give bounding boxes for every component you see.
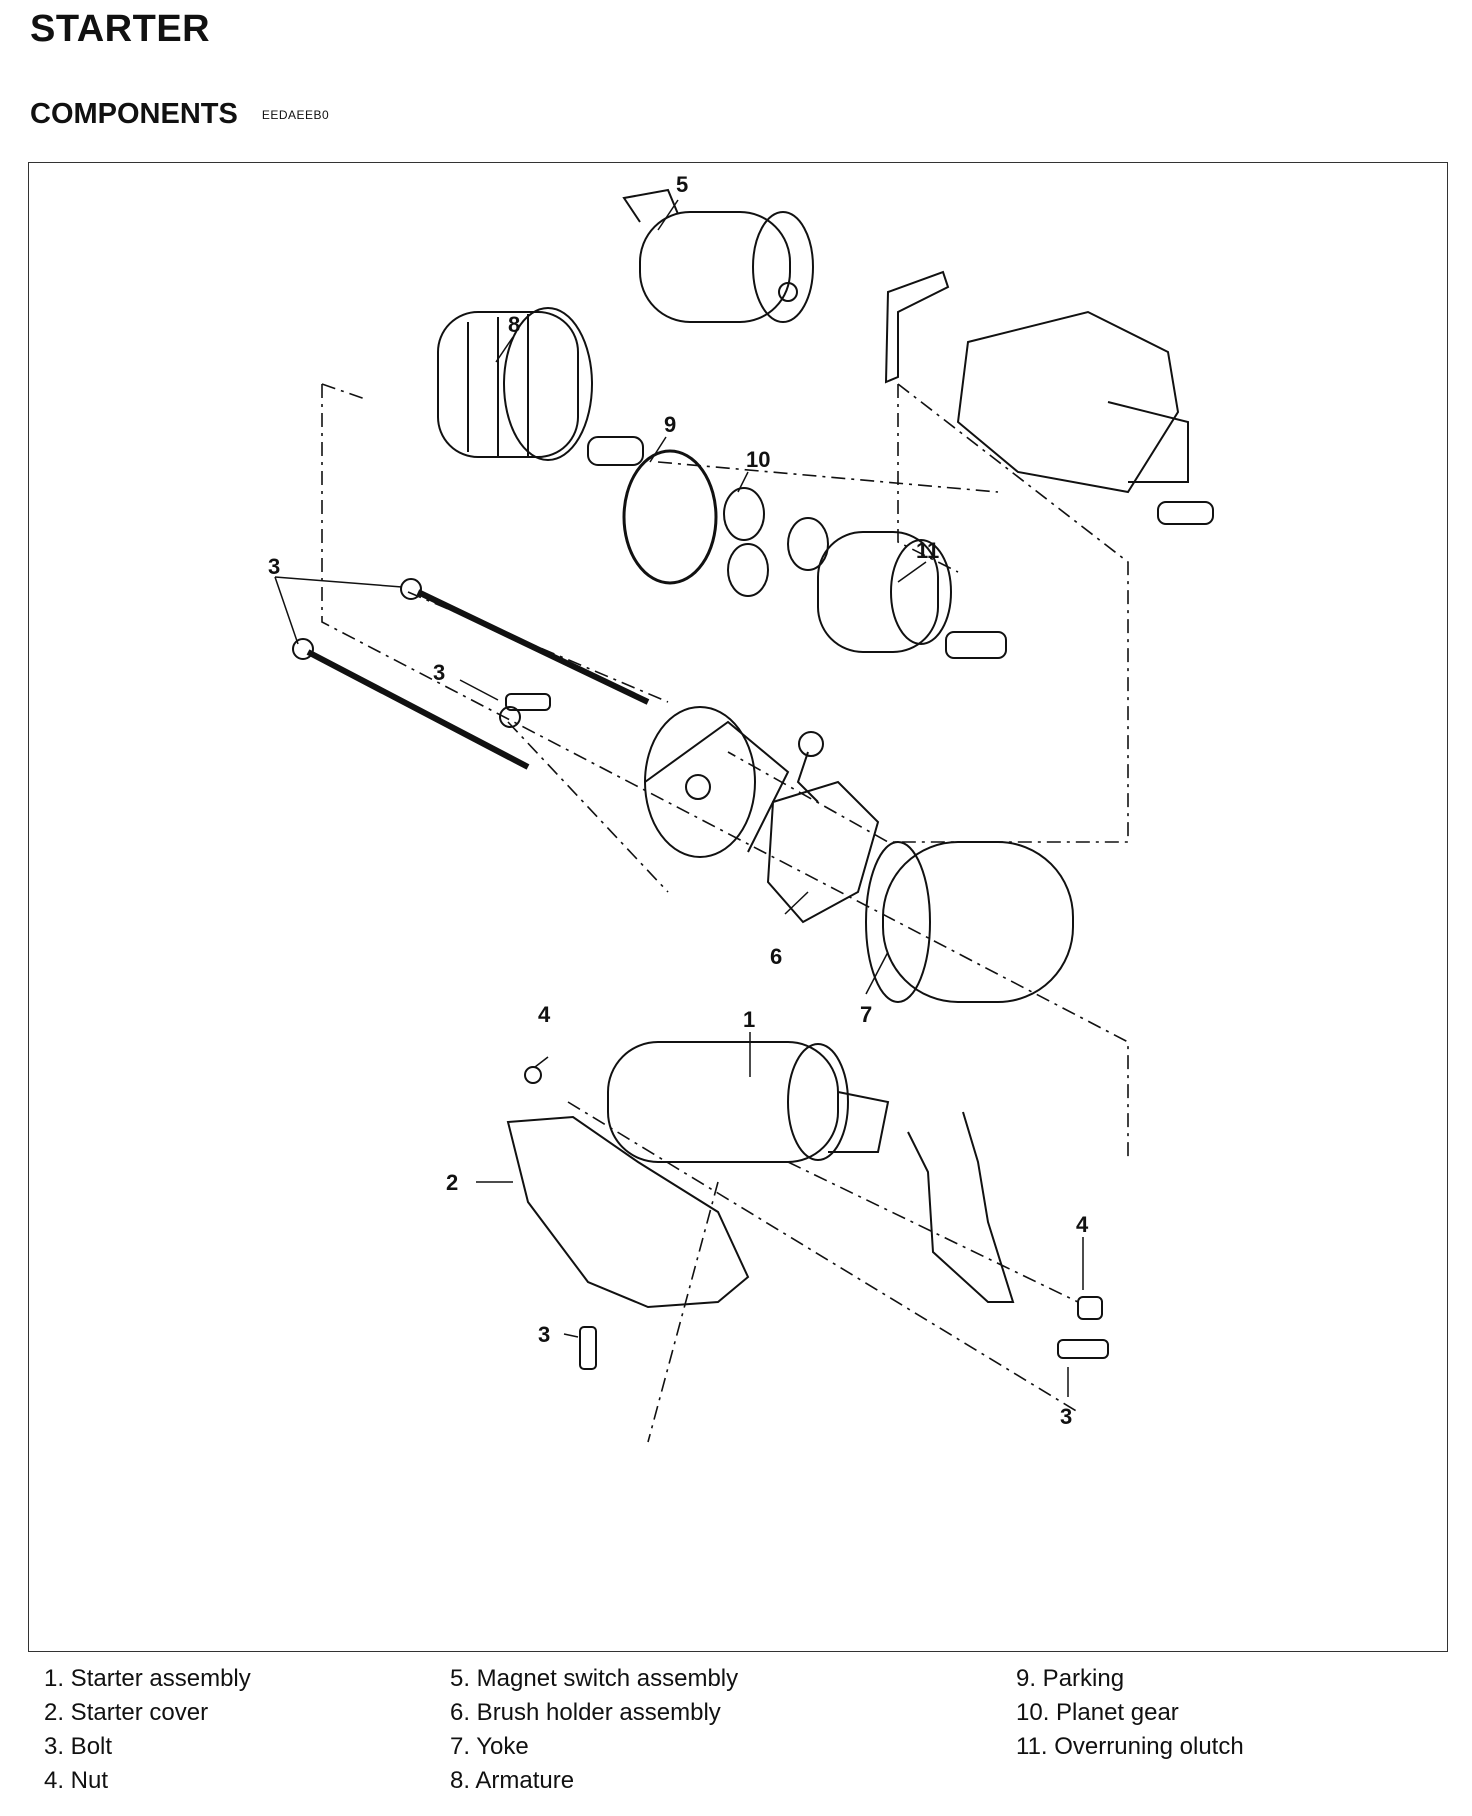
callout-8: 8 — [508, 312, 520, 337]
armature-part — [437, 307, 644, 466]
legend-item: 6. Brush holder assembly — [450, 1699, 721, 1726]
doc-code: EEDAEEB0 — [261, 108, 330, 123]
legend-item: 2. Starter cover — [44, 1699, 209, 1726]
diagram-frame — [28, 162, 1448, 1652]
gasket-part — [907, 1111, 1015, 1303]
page-title: STARTER — [30, 8, 211, 50]
legend-item: 10. Planet gear — [1016, 1699, 1179, 1726]
callout-4-upper: 4 — [538, 1002, 551, 1027]
callout-3-lower-left: 3 — [538, 1322, 550, 1347]
callout-10: 10 — [746, 447, 770, 472]
legend-item: 4. Nut — [44, 1767, 109, 1794]
legend-column-3: 9. Parking 10. Planet gear 11. Overrunin… — [1016, 1662, 1244, 1764]
through-bolts-part — [292, 578, 650, 770]
section-heading-text: COMPONENTS — [30, 98, 238, 130]
callout-2: 2 — [446, 1170, 458, 1195]
brush-holder-part — [766, 731, 880, 924]
legend-column-2: 5. Magnet switch assembly 6. Brush holde… — [450, 1662, 738, 1798]
overrunning-clutch-part — [817, 531, 1007, 659]
drive-housing-part — [884, 270, 1214, 525]
callout-7: 7 — [860, 1002, 872, 1027]
callout-leaders — [274, 199, 1084, 1397]
exploded-view-diagram: 5 8 9 10 11 3 3 6 7 4 1 2 4 3 3 — [268, 172, 1214, 1443]
legend-column-1: 1. Starter assembly 2. Starter cover 3. … — [44, 1662, 251, 1798]
callout-6: 6 — [770, 944, 782, 969]
end-cover-part — [644, 706, 790, 858]
magnet-switch-part — [622, 188, 814, 323]
ring-part — [622, 449, 718, 585]
legend-item: 8. Armature — [450, 1767, 575, 1794]
legend-item: 1. Starter assembly — [44, 1665, 251, 1692]
callout-5: 5 — [676, 172, 688, 197]
legend-item: 9. Parking — [1016, 1665, 1125, 1692]
planet-gears-part — [723, 487, 829, 597]
legend-item: 3. Bolt — [44, 1733, 113, 1760]
assembly-guide-lines — [321, 383, 1129, 1443]
legend-item: 7. Yoke — [450, 1733, 529, 1760]
callout-9: 9 — [664, 412, 676, 437]
legend-item: 11. Overruning olutch — [1016, 1733, 1244, 1760]
section-heading: COMPONENTS EEDAEEB0 — [30, 98, 329, 131]
callout-4-lower: 4 — [1076, 1212, 1089, 1237]
yoke-part — [865, 841, 1074, 1003]
starter-assembly-part — [607, 1041, 890, 1163]
callout-3-cover-bolt: 3 — [433, 660, 445, 685]
callout-11: 11 — [916, 538, 939, 563]
starter-cover-part — [506, 1115, 750, 1309]
small-fasteners — [505, 693, 1109, 1370]
legend-item: 5. Magnet switch assembly — [450, 1665, 739, 1692]
callout-1: 1 — [743, 1007, 755, 1032]
callout-3-through-bolts: 3 — [268, 554, 280, 579]
callout-3-lower-right: 3 — [1060, 1404, 1072, 1429]
